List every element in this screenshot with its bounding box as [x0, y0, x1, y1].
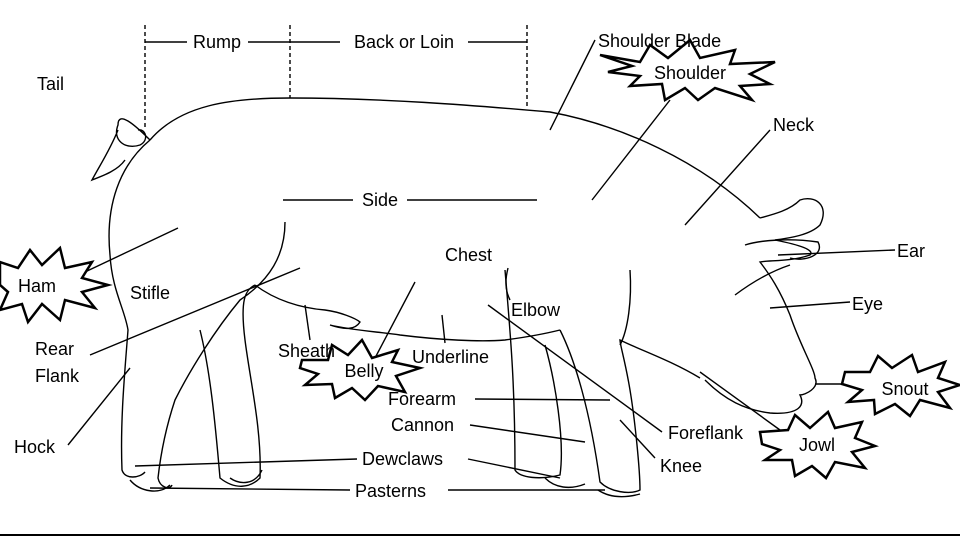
label-sheath: Sheath [278, 341, 335, 361]
highlight-bursts [0, 38, 960, 480]
cannon-leader [469, 424, 586, 443]
pig-head-outline [704, 198, 824, 414]
label-chest: Chest [445, 245, 492, 265]
jowl-burst [758, 409, 879, 480]
pig-hooves-outline [129, 477, 641, 498]
shoulder-burst [599, 38, 776, 103]
label-knee: Knee [660, 456, 702, 476]
pig-outline [90, 97, 824, 498]
sheath-leader [304, 304, 311, 341]
label-hock: Hock [14, 437, 56, 457]
leader-lines [67, 39, 896, 491]
pig-fore-leg-outline [504, 269, 701, 494]
label-shoulder-blade: Shoulder Blade [598, 31, 721, 51]
shoulder-blade-leader [549, 39, 596, 131]
part-labels: Rump Back or Loin Shoulder Blade Shoulde… [14, 31, 929, 501]
label-cannon: Cannon [391, 415, 454, 435]
belly-burst [298, 337, 425, 402]
neck-leader [684, 129, 771, 226]
pig-back-outline [149, 97, 761, 219]
label-snout: Snout [881, 379, 928, 399]
pig-rear-leg-outline [157, 221, 286, 489]
pig-rear-outline [108, 139, 151, 478]
label-belly: Belly [344, 361, 383, 381]
label-dewclaws: Dewclaws [362, 449, 443, 469]
pasterns-leader-left [149, 487, 351, 491]
foreflank-leader [487, 304, 663, 433]
pig-ear-outline [734, 239, 821, 296]
belly-leader [374, 281, 416, 359]
snout-burst [840, 353, 960, 418]
pig-underline-outline [254, 284, 561, 342]
ham-burst [0, 245, 113, 325]
label-eye: Eye [852, 294, 883, 314]
label-jowl: Jowl [799, 435, 835, 455]
shoulder-leader [591, 99, 671, 201]
label-elbow: Elbow [511, 300, 561, 320]
label-foreflank: Foreflank [668, 423, 744, 443]
dewclaws-leader-right [467, 458, 561, 479]
label-neck: Neck [773, 115, 815, 135]
jowl-leader [699, 371, 781, 431]
hock-leader [67, 367, 131, 446]
forearm-leader [474, 398, 611, 401]
label-forearm: Forearm [388, 389, 456, 409]
ham-leader [84, 227, 179, 273]
label-shoulder: Shoulder [654, 63, 726, 83]
label-tail: Tail [37, 74, 64, 94]
label-stifle: Stifle [130, 283, 170, 303]
underline-leader [441, 314, 446, 344]
rear-flank-leader [89, 267, 301, 356]
label-ham: Ham [18, 276, 56, 296]
label-side: Side [362, 190, 398, 210]
pig-shoulder-crease [619, 269, 632, 346]
top-dimension-markers [144, 25, 528, 130]
pig-tail-outline [90, 118, 151, 182]
knee-leader [619, 419, 656, 459]
label-pasterns: Pasterns [355, 481, 426, 501]
label-rump: Rump [193, 32, 241, 52]
dewclaws-leader-left [134, 458, 358, 467]
pig-chest-crease [505, 267, 511, 301]
eye-leader [769, 301, 851, 309]
label-rear: Rear [35, 339, 74, 359]
label-ear: Ear [897, 241, 925, 261]
ear-leader [777, 249, 896, 256]
label-flank: Flank [35, 366, 80, 386]
label-underline: Underline [412, 347, 489, 367]
label-back-or-loin: Back or Loin [354, 32, 454, 52]
